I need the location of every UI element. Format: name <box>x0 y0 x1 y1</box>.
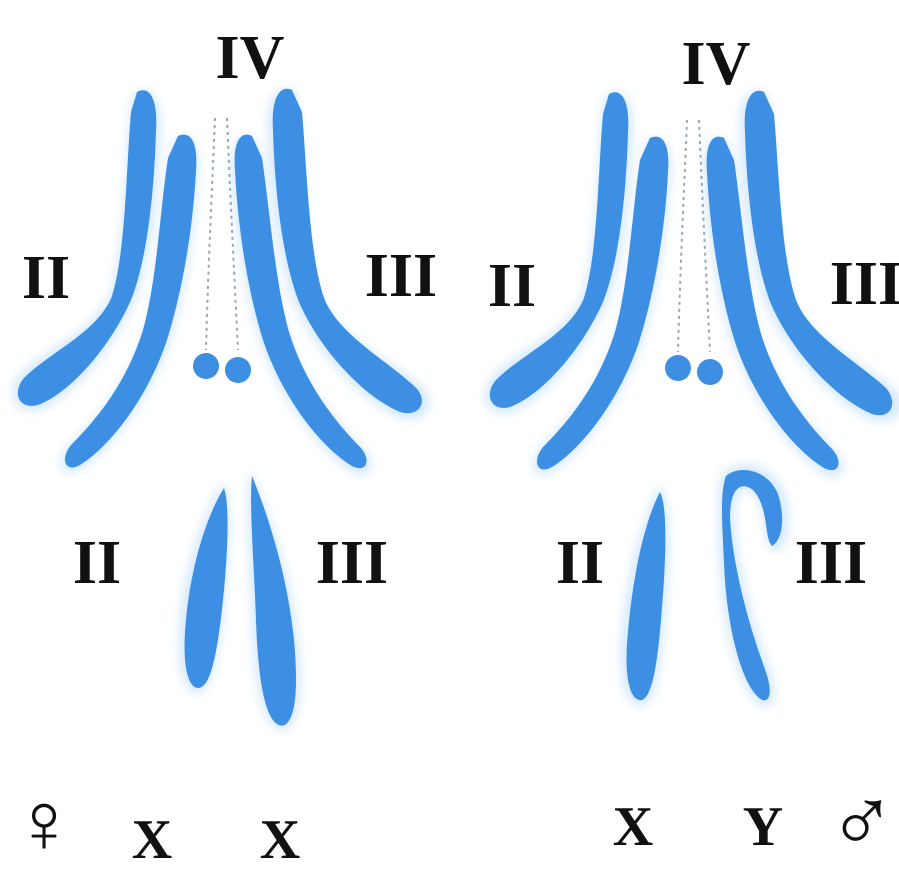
label-iv: IV <box>682 30 751 98</box>
label-iii-upper: III <box>365 242 437 310</box>
male-symbol-icon: ♂ <box>828 770 897 872</box>
male-karyotype <box>485 90 899 706</box>
female-karyotype <box>13 88 429 730</box>
label-x-1: X <box>132 809 172 871</box>
label-x: X <box>613 796 653 858</box>
label-iv: IV <box>216 24 285 92</box>
label-ii-upper: II <box>488 252 536 320</box>
label-ii-lower: II <box>556 529 604 597</box>
label-x-2: X <box>260 809 300 871</box>
label-ii-lower: II <box>73 529 121 597</box>
label-iii-lower: III <box>316 529 388 597</box>
female-symbol-icon: ♀ <box>12 775 77 871</box>
label-iii-upper: III <box>830 250 899 318</box>
label-ii-upper: II <box>22 244 70 312</box>
label-y: Y <box>743 796 783 858</box>
label-iii-lower: III <box>795 529 867 597</box>
